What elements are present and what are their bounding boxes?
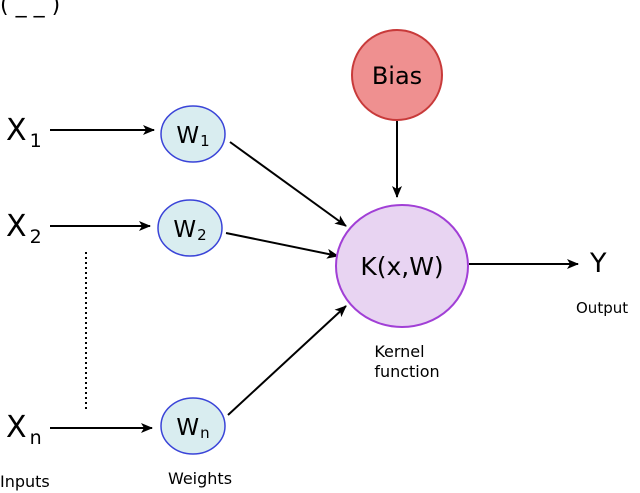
svg-text:Wn: Wn: [176, 415, 209, 442]
weight-w2-subscript: 2: [197, 226, 207, 244]
output-caption: Output: [576, 299, 628, 317]
weight-node-w2: W2: [157, 199, 223, 257]
weight-w1-symbol: W: [176, 123, 199, 149]
kernel-node-label: K(x,W): [360, 252, 443, 281]
input-x2-symbol: X: [6, 209, 27, 244]
input-x1-subscript: 1: [30, 130, 42, 152]
weight-wn-subscript: n: [200, 424, 210, 442]
input-xn-symbol: X: [6, 410, 27, 445]
input-x2-subscript: 2: [30, 226, 42, 248]
bias-label: Bias: [372, 62, 422, 90]
arrow-w2-to-kernel: [225, 232, 339, 259]
input-x1-symbol: X: [6, 113, 27, 148]
weight-node-wn: Wn: [160, 397, 226, 455]
output-symbol: Y: [589, 248, 607, 279]
inputs-caption: Inputs: [0, 472, 50, 491]
weight-node-w1: W1: [160, 105, 226, 163]
svg-text:W1: W1: [176, 123, 209, 150]
weight-w1-subscript: 1: [200, 132, 210, 150]
kernel-caption: Kernel function: [374, 342, 439, 381]
top-fragment-text: ( _ _ ): [0, 0, 60, 18]
bias-node: Bias: [351, 29, 443, 121]
kernel-caption-line1: Kernel: [374, 342, 424, 361]
weight-wn-symbol: W: [176, 415, 199, 441]
weights-caption: Weights: [168, 469, 232, 488]
svg-text:W2: W2: [173, 217, 206, 244]
weight-w2-symbol: W: [173, 217, 196, 243]
arrow-wn-to-kernel: [227, 305, 347, 416]
arrow-w1-to-kernel: [229, 141, 347, 227]
input-xn-subscript: n: [30, 427, 42, 449]
kernel-caption-line2: function: [374, 362, 439, 381]
kernel-node: K(x,W): [335, 204, 469, 328]
